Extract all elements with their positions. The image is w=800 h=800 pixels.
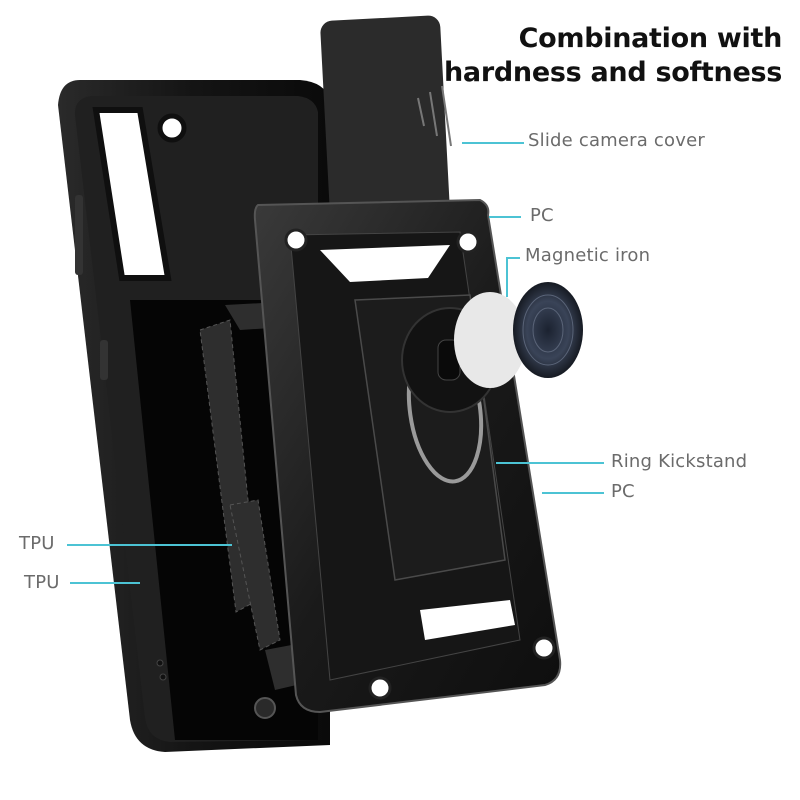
callout-line-tpu-upper — [67, 544, 232, 546]
callout-line-pc-top — [489, 216, 521, 218]
pc-armor-frame — [253, 198, 562, 714]
callout-line-pc-bottom — [542, 492, 604, 494]
callout-label-ring-kickstand: Ring Kickstand — [611, 451, 748, 472]
adhesive-pad — [454, 292, 526, 388]
callout-line-magnetic-iron — [506, 257, 520, 259]
slide-camera-cover — [320, 15, 452, 221]
callout-line-slide-camera-cover — [462, 142, 524, 144]
callout-label-pc-bottom: PC — [611, 481, 635, 502]
callout-line-tpu-lower — [70, 582, 140, 584]
headline: Combination with hardness and softness — [444, 22, 782, 90]
headline-line-1: Combination with — [518, 23, 783, 54]
callout-label-pc-top: PC — [530, 205, 554, 226]
callout-line-magnetic-iron-vertical — [506, 257, 508, 297]
callout-label-slide-camera-cover: Slide camera cover — [528, 130, 705, 151]
callout-label-tpu-lower: TPU — [24, 572, 60, 593]
headline-line-2: hardness and softness — [444, 57, 782, 88]
magnetic-iron-plate — [513, 282, 583, 378]
callout-label-magnetic-iron: Magnetic iron — [525, 245, 651, 266]
callout-line-ring-kickstand — [496, 462, 604, 464]
callout-label-tpu-upper: TPU — [19, 533, 55, 554]
